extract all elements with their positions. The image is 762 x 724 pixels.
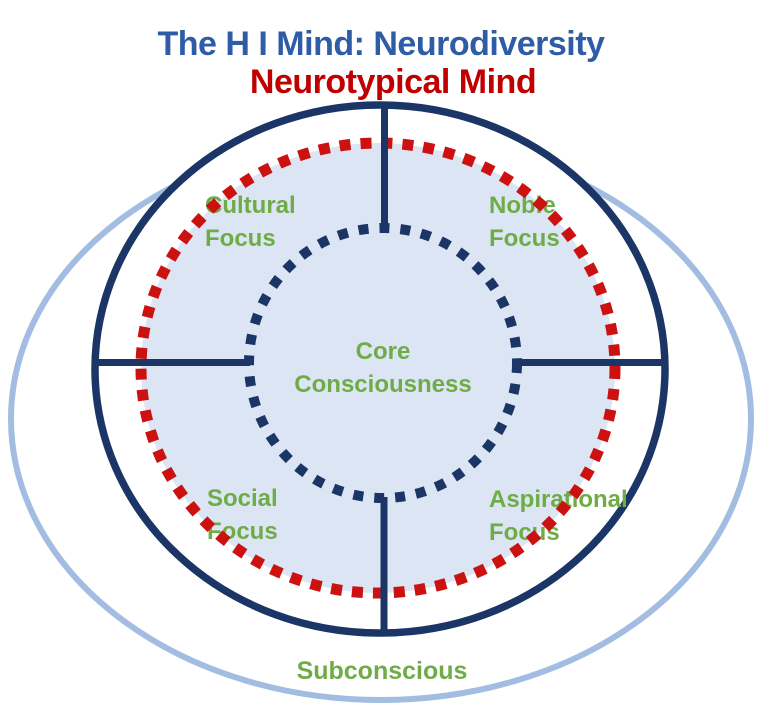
subconscious-label: Subconscious: [297, 657, 468, 685]
focus-region-fill: [141, 143, 615, 593]
social-focus-label-line2: Focus: [207, 518, 278, 545]
core-label-line1: Core: [356, 338, 411, 365]
core-consciousness-label: Core Consciousness: [294, 338, 471, 398]
quadrant-labels: Cultural Focus Noble Focus Social Focus …: [205, 192, 628, 546]
red-dotted-ring: [135, 137, 621, 599]
social-focus-label: Social: [207, 485, 278, 512]
page-title: The H I Mind: Neurodiversity: [158, 25, 606, 63]
page-subtitle: Neurotypical Mind: [250, 63, 536, 101]
noble-focus-label-line2: Focus: [489, 225, 560, 252]
cultural-focus-label-line2: Focus: [205, 225, 276, 252]
quadrant-divider-lines: [96, 104, 668, 636]
core-label-line2: Consciousness: [294, 371, 471, 398]
